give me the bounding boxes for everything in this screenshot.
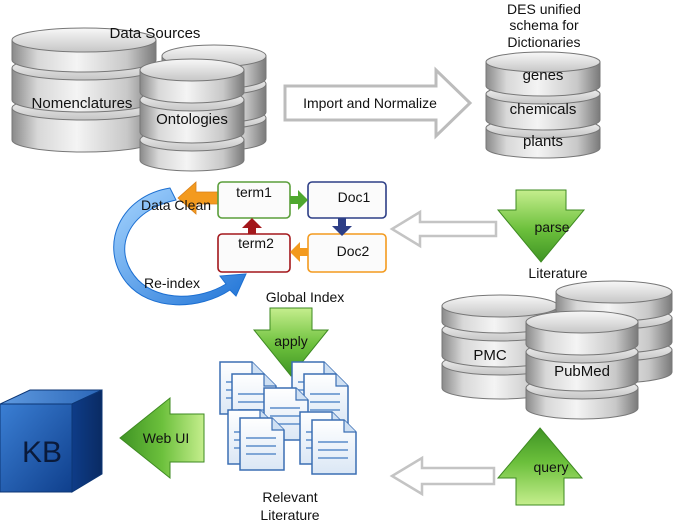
ontologies-label: Ontologies <box>156 111 228 128</box>
literature-caption: Literature <box>528 265 587 281</box>
parse-to-index-arrow-icon <box>389 209 498 249</box>
kb-cube-icon <box>0 389 103 493</box>
doc2-to-term2-arrow-icon <box>290 242 308 262</box>
dictionary-plants: plants <box>523 133 563 150</box>
term2-label: term2 <box>238 235 274 251</box>
web-ui-arrow-icon <box>119 396 205 480</box>
doc1-to-doc2-arrow-icon <box>332 218 352 236</box>
parse-arrow-label: parse <box>534 219 569 235</box>
dictionary-chemicals: chemicals <box>510 101 577 118</box>
reindex-arrow-icon <box>113 187 247 306</box>
pubmed-front-database-icon <box>525 310 639 420</box>
relevant-literature-line2: Literature <box>260 507 319 523</box>
apply-arrow-label: apply <box>274 333 307 349</box>
parse-arrow-icon <box>496 189 586 263</box>
dictionary-genes: genes <box>523 67 564 84</box>
import-arrow-label: Import and Normalize <box>303 95 437 111</box>
query-arrow-icon <box>496 427 584 506</box>
document-icon <box>239 417 285 471</box>
global-index-cluster <box>113 181 387 306</box>
ontologies-front-database-icon <box>139 58 245 172</box>
data-sources-title: Data Sources <box>110 25 201 42</box>
data-clean-label: Data Clean <box>141 197 211 213</box>
apply-arrow-icon <box>252 307 330 377</box>
relevant-literature-line1: Relevant <box>262 489 317 505</box>
des-title-line2: schema for <box>509 17 579 33</box>
query-to-relevant-arrow-icon <box>389 455 496 497</box>
global-index-title: Global Index <box>266 289 345 305</box>
relevant-literature-documents <box>219 361 357 475</box>
nomenclatures-label: Nomenclatures <box>32 95 133 112</box>
term2-to-term1-arrow-icon <box>242 218 262 234</box>
term1-to-doc1-arrow-icon <box>290 190 308 210</box>
dictionaries-database-icon <box>485 51 601 159</box>
pubmed-label: PubMed <box>554 363 610 380</box>
des-title-line3: Dictionaries <box>507 34 580 50</box>
doc1-label: Doc1 <box>338 189 371 205</box>
pmc-label: PMC <box>473 347 507 364</box>
import-arrow-icon <box>283 66 473 140</box>
doc2-label: Doc2 <box>337 243 370 259</box>
web-ui-arrow-label: Web UI <box>143 430 189 446</box>
document-icon <box>311 419 357 475</box>
data-clean-arrow-icon <box>177 181 219 215</box>
kb-label: KB <box>22 436 62 469</box>
nomenclatures-database-icon <box>11 27 157 153</box>
term1-label: term1 <box>236 184 272 200</box>
des-title-line1: DES unified <box>507 1 581 17</box>
reindex-label: Re-index <box>144 275 200 291</box>
query-arrow-label: query <box>533 459 568 475</box>
